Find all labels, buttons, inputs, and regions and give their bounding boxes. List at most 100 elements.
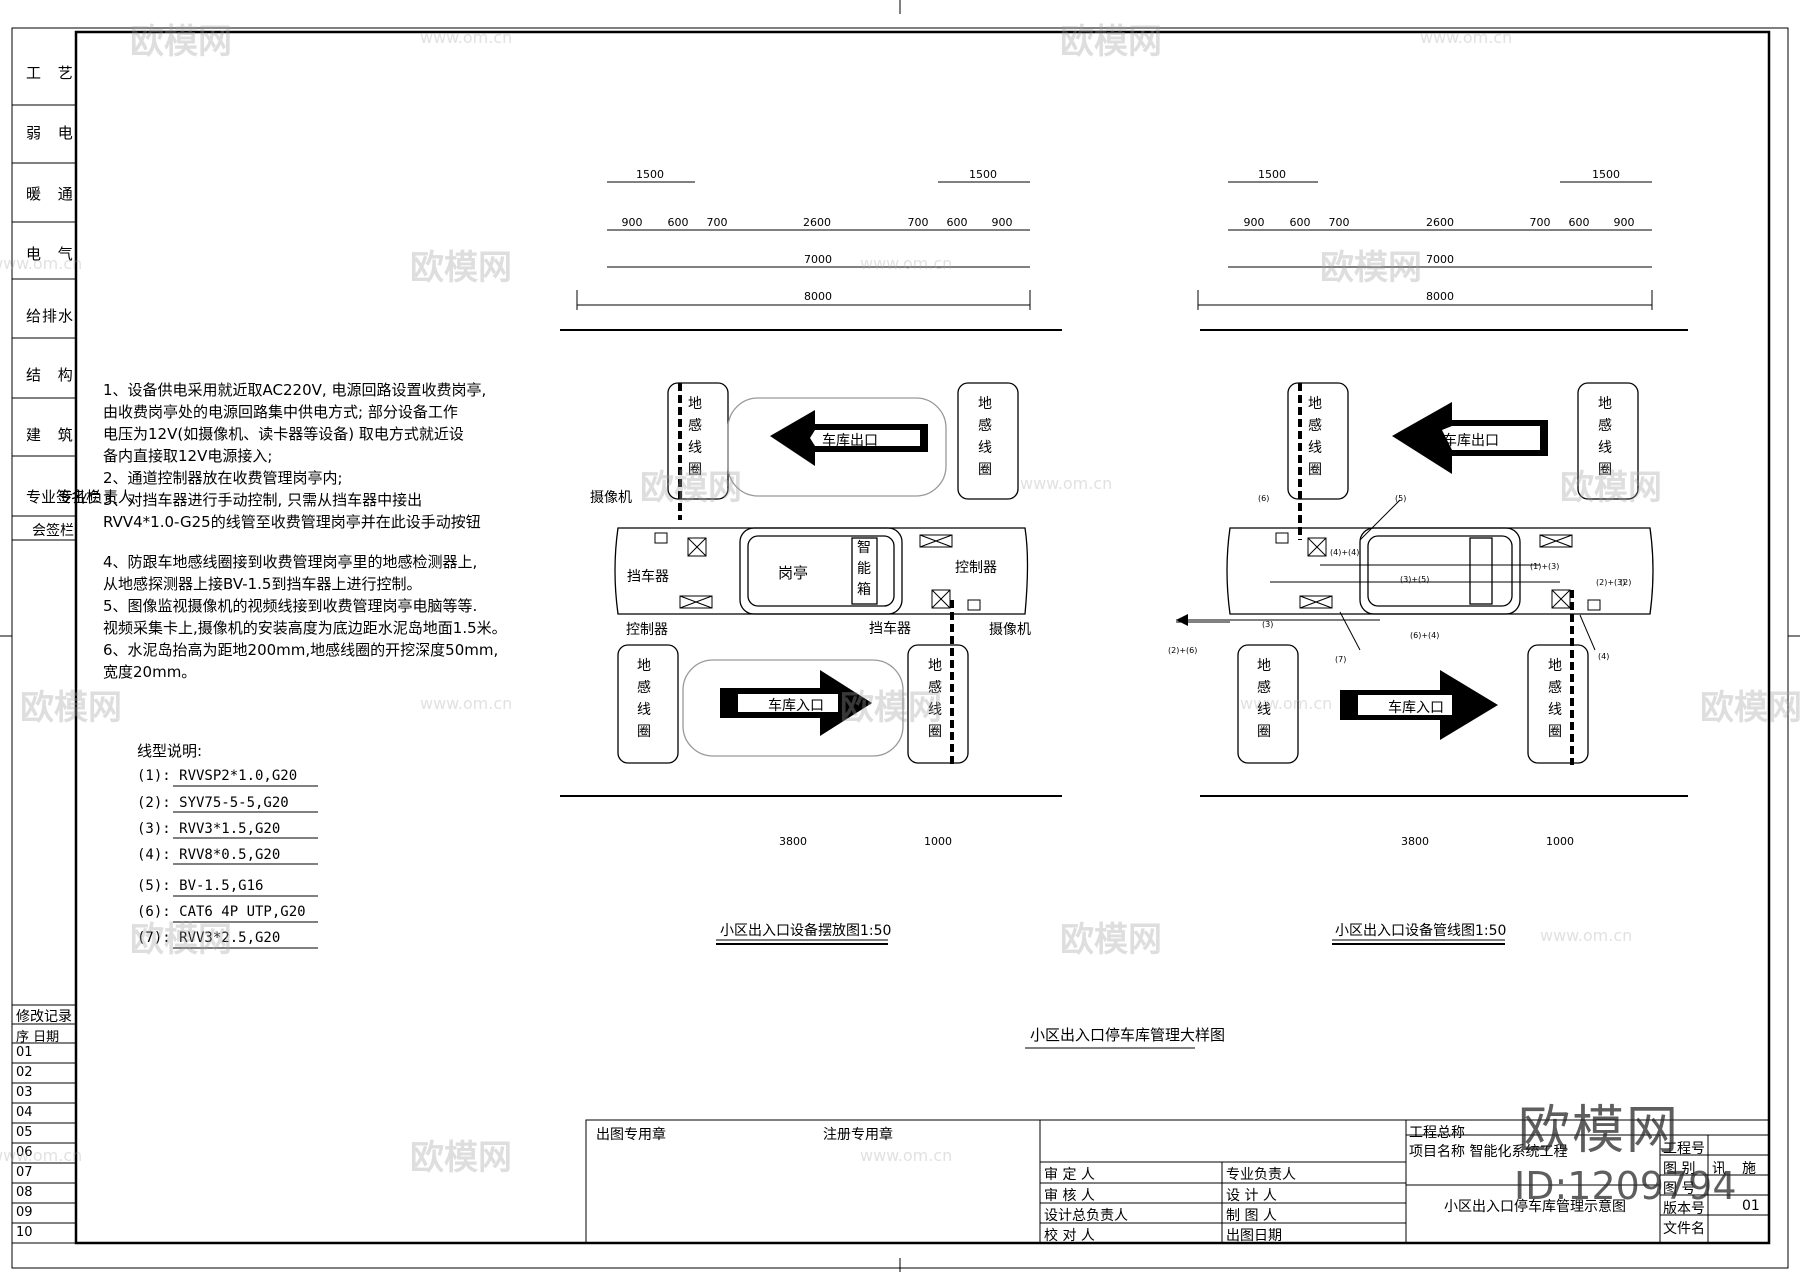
role-designer: 设 计 人: [1226, 1188, 1277, 1204]
dim-text: 1000: [1546, 835, 1574, 848]
side-label-hvac: 暖 通: [26, 185, 79, 203]
watermark-id: ID:1209794: [1514, 1164, 1737, 1208]
entry-label: 车库入口: [768, 698, 824, 714]
booth-label: 岗亭: [778, 564, 809, 582]
stamp-registered-label: 注册专用章: [823, 1127, 893, 1143]
note-line: 3、对挡车器进行手动控制, 只需从挡车器中接出: [103, 491, 423, 509]
dim-text: 1500: [1258, 168, 1286, 181]
legend-item: (3): RVV3*1.5,G20: [137, 821, 281, 837]
project-name: 项目名称 智能化系统工程: [1409, 1144, 1568, 1160]
dim-text: 1500: [636, 168, 664, 181]
cable-annotation: (2)+(6): [1168, 646, 1198, 655]
side-label-signature: 专业签名栏: [26, 488, 102, 506]
legend-item: (1): RVVSP2*1.0,G20: [137, 768, 298, 784]
ground-loop-label: 地 感 线 圈: [688, 396, 702, 478]
note-line: 电压为12V(如摄像机、读卡器等设备) 取电方式就近设: [103, 425, 464, 443]
camera-label: 摄像机: [989, 622, 1031, 638]
legend-item: (6): CAT6 4P UTP,G20: [137, 904, 306, 920]
exit-label: 车库出口: [822, 433, 878, 449]
side-label-lead: 专业负责人: [58, 488, 134, 506]
revision-row: 10: [16, 1225, 33, 1240]
dim-text: 8000: [804, 290, 832, 303]
dim-text: 1500: [1592, 168, 1620, 181]
stamp-output-label: 出图专用章: [596, 1127, 666, 1143]
project-total-label: 工程总称: [1409, 1125, 1465, 1141]
dim-text: 2600: [803, 216, 831, 229]
note-line: 由收费岗亭处的电源回路集中供电方式; 部分设备工作: [103, 403, 458, 421]
note-line: 从地感探测器上接BV-1.5到挡车器上进行控制。: [103, 575, 422, 593]
note-line: 视频采集卡上,摄像机的安装高度为底边距水泥岛地面1.5米。: [103, 619, 507, 637]
ground-loop-label: 地 感 线 圈: [1308, 396, 1322, 478]
role-drafter: 制 图 人: [1226, 1208, 1277, 1224]
legend-item: (2): SYV75-5-5,G20: [137, 795, 289, 811]
dim-text: 900: [991, 216, 1013, 229]
dim-text: 900: [1613, 216, 1635, 229]
dim-text: 1000: [924, 835, 952, 848]
ground-loop-label: 地 感 线 圈: [928, 658, 942, 740]
dim-text: 700: [706, 216, 728, 229]
cable-annotation: (2): [1620, 578, 1632, 587]
dim-text: 3800: [1401, 835, 1429, 848]
role-approver: 审 定 人: [1044, 1167, 1095, 1183]
plan-left-caption: 小区出入口设备摆放图1:50: [720, 923, 892, 939]
revision-row: 09: [16, 1205, 33, 1220]
dim-text: 700: [1328, 216, 1350, 229]
cable-annotation: (6): [1258, 494, 1270, 503]
role-checker: 校 对 人: [1044, 1228, 1095, 1244]
ground-loop-label: 地 感 线 圈: [637, 658, 651, 740]
dim-text: 700: [1529, 216, 1551, 229]
cable-annotation: (5): [1395, 494, 1407, 503]
ground-loop-label: 地 感 线 圈: [978, 396, 992, 478]
controller-label: 控制器: [955, 560, 997, 576]
role-issue-date: 出图日期: [1226, 1228, 1282, 1244]
note-line: RVV4*1.0-G25的线管至收费管理岗亭并在此设手动按钮: [103, 513, 481, 531]
revision-row: 08: [16, 1185, 33, 1200]
role-reviewer: 审 核 人: [1044, 1188, 1095, 1204]
legend-item: (5): BV-1.5,G16: [137, 878, 264, 894]
side-label-plumbing: 给排水: [26, 307, 75, 325]
note-line: 6、水泥岛抬高为距地200mm,地感线圈的开挖深度50mm,: [103, 641, 499, 659]
field-category: 图 别: [1663, 1161, 1696, 1177]
dim-text: 600: [946, 216, 968, 229]
dim-text: 8000: [1426, 290, 1454, 303]
watermark-logo: 欧模网: [1518, 1101, 1681, 1161]
revision-row: 06: [16, 1145, 33, 1160]
side-label-electrical: 电 气: [26, 245, 79, 263]
dim-text: 3800: [779, 835, 807, 848]
cable-annotation: (4)+(4): [1330, 548, 1360, 557]
note-line: 4、防跟车地感线圈接到收费管理岗亭里的地感检测器上,: [103, 553, 478, 571]
field-version-value: 01: [1742, 1198, 1760, 1214]
cable-annotation: (1)+(3): [1530, 562, 1560, 571]
ground-loop-label: 地 感 线 圈: [1257, 658, 1271, 740]
exit-label: 车库出口: [1443, 433, 1499, 449]
barrier-label: 挡车器: [869, 621, 911, 637]
field-drawing-no: 图 号: [1663, 1181, 1696, 1197]
cable-annotation: (6)+(4): [1410, 631, 1440, 640]
revision-row: 05: [16, 1125, 33, 1140]
legend-item: (7): RVV3*2.5,G20: [137, 930, 281, 946]
dim-text: 600: [1289, 216, 1311, 229]
controller-label: 控制器: [626, 622, 668, 638]
revision-row: 03: [16, 1085, 33, 1100]
dim-text: 700: [907, 216, 929, 229]
ground-loop-label: 地 感 线 圈: [1598, 396, 1612, 478]
dim-text: 7000: [1426, 253, 1454, 266]
camera-label: 摄像机: [590, 490, 632, 506]
side-label-architecture: 建 筑: [26, 426, 79, 444]
cable-annotation: (2)+(3): [1596, 578, 1626, 587]
field-extra-value: 讯: [1712, 1161, 1726, 1177]
drawing-name: 小区出入口停车库管理示意图: [1444, 1199, 1626, 1215]
revision-header: 序 日期: [16, 1030, 60, 1045]
revision-row: 04: [16, 1105, 33, 1120]
side-label-craft: 工 艺: [26, 64, 79, 82]
dim-text: 600: [667, 216, 689, 229]
barrier-label: 挡车器: [627, 569, 669, 585]
cable-annotation: (3): [1262, 620, 1274, 629]
dim-text: 2600: [1426, 216, 1454, 229]
cable-annotation: (4): [1598, 652, 1610, 661]
note-line: 1、设备供电采用就近取AC220V, 电源回路设置收费岗亭,: [103, 381, 487, 399]
dim-text: 900: [621, 216, 643, 229]
plan-right-caption: 小区出入口设备管线图1:50: [1335, 923, 1507, 939]
role-lead: 专业负责人: [1226, 1167, 1296, 1183]
legend-item: (4): RVV8*0.5,G20: [137, 847, 281, 863]
